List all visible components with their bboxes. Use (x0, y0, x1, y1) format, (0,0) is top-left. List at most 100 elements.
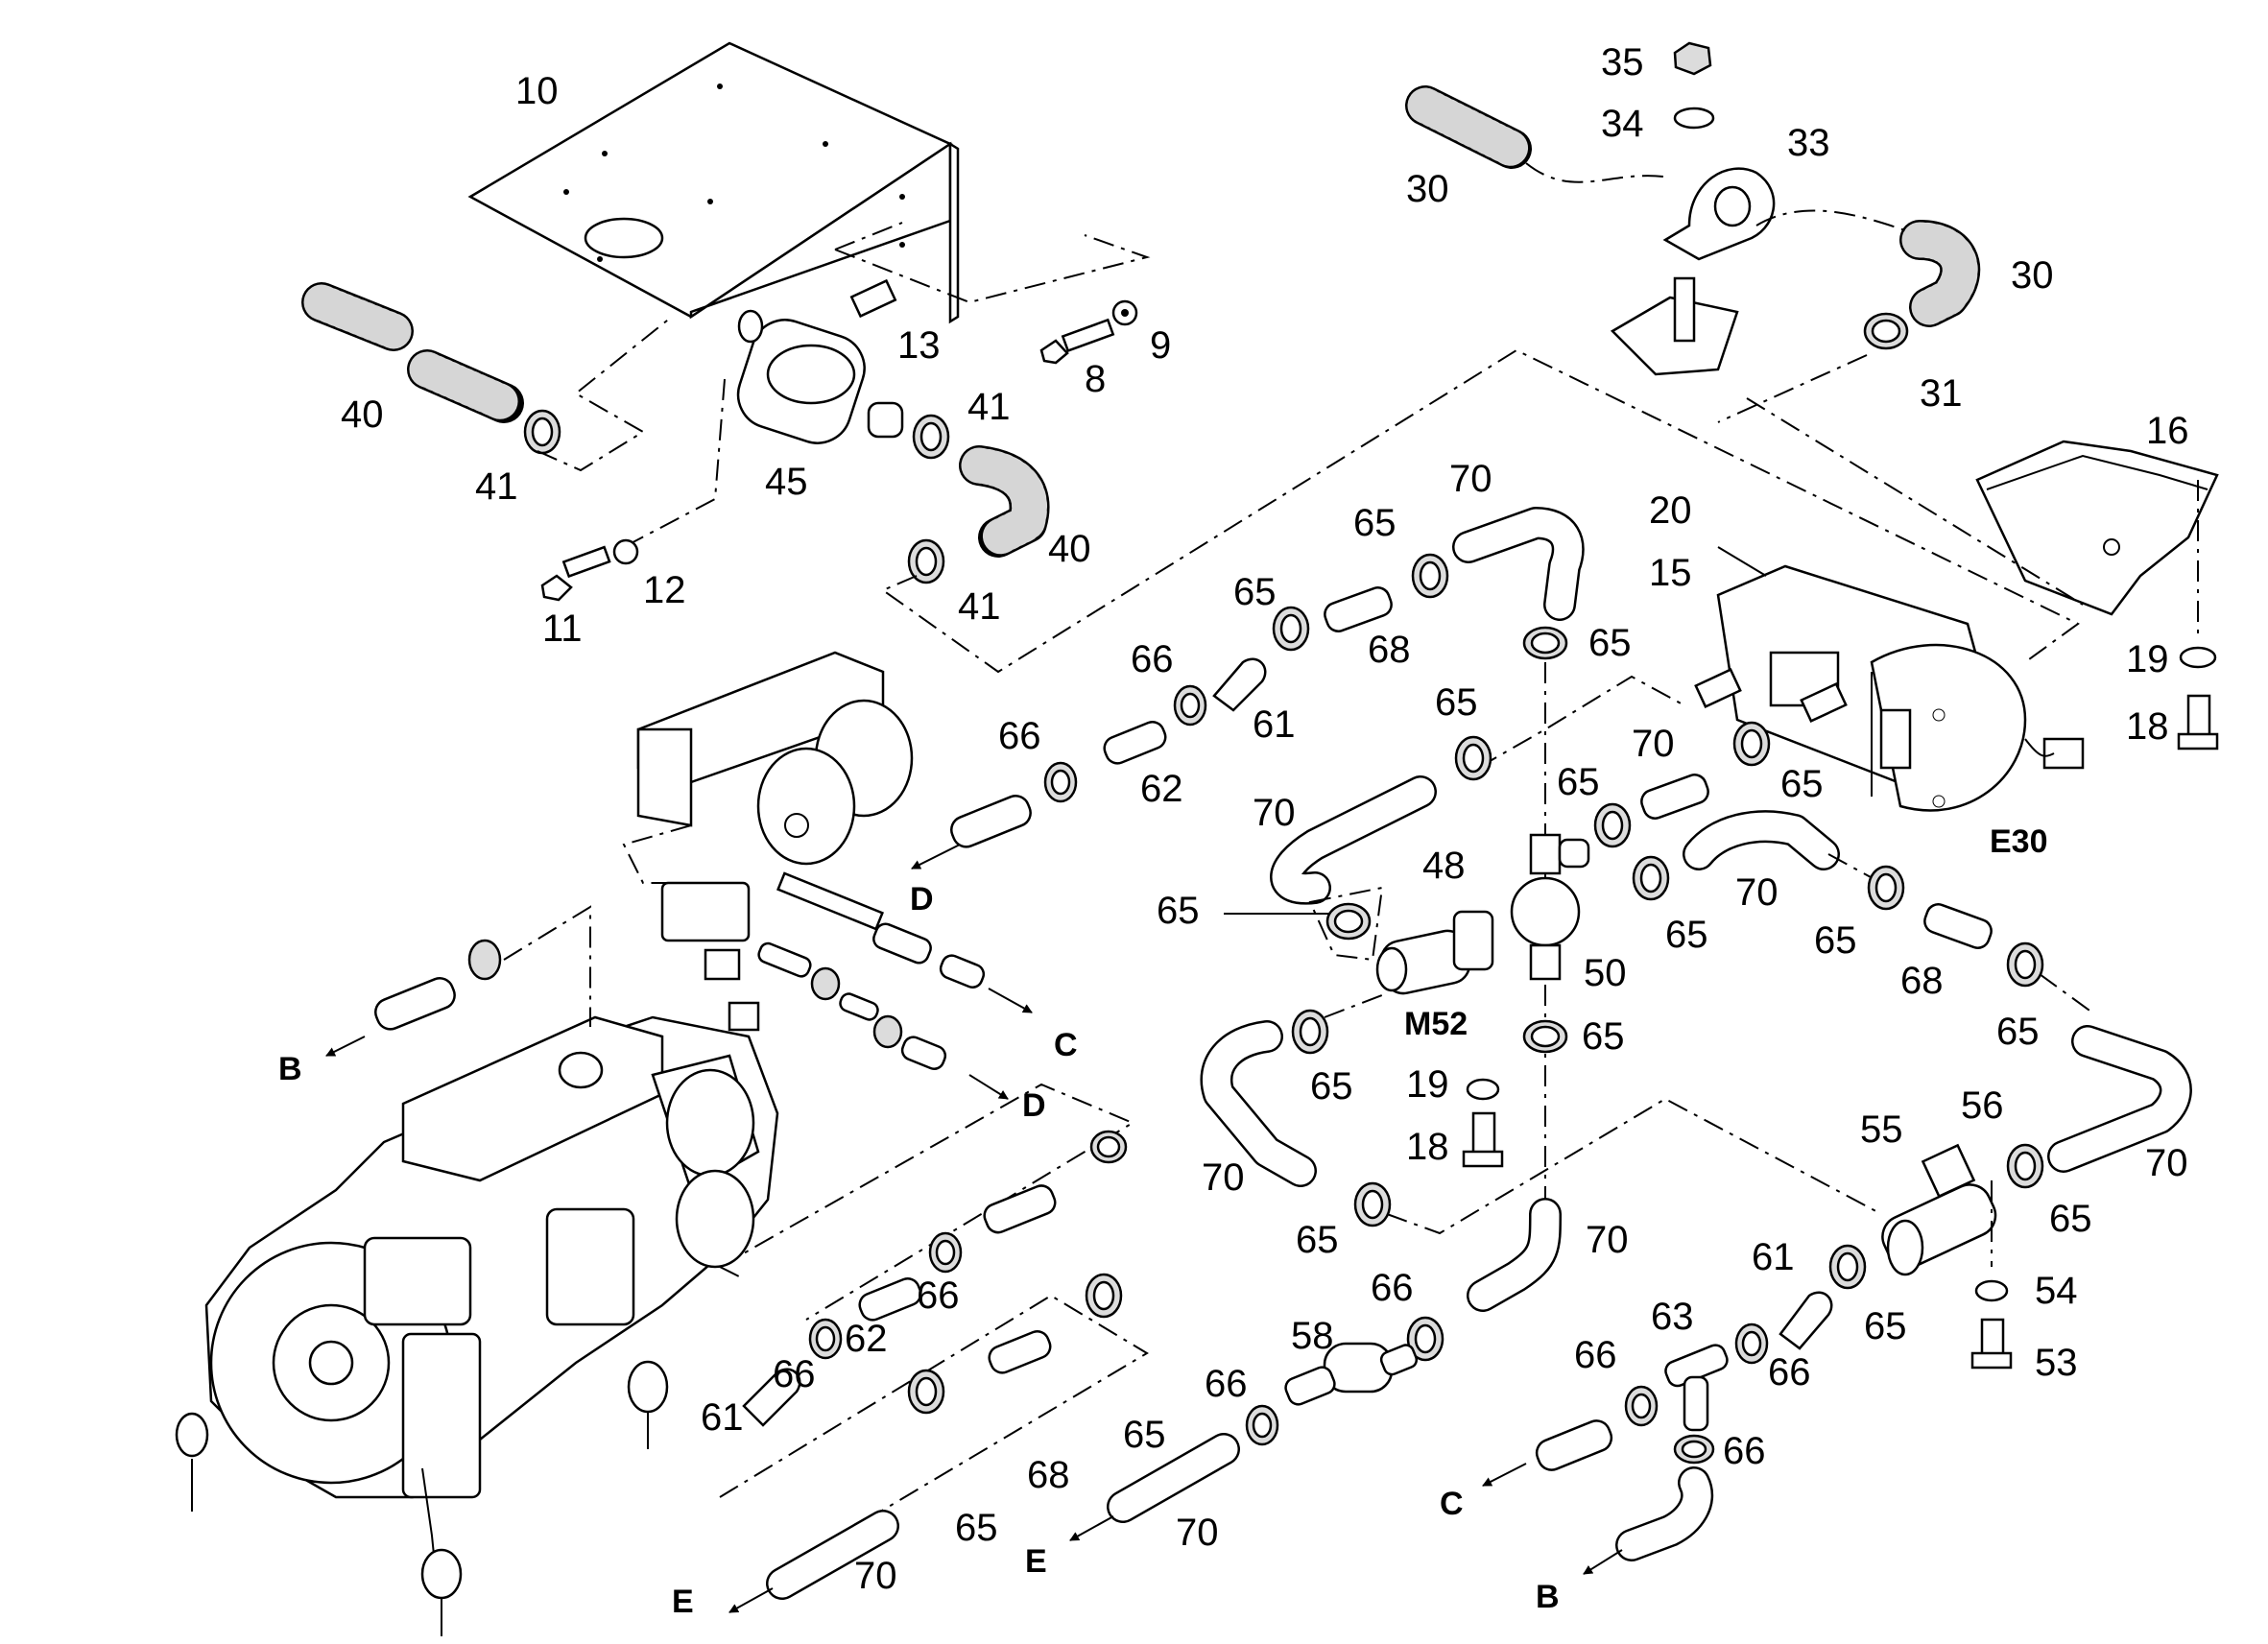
label-65l: 65 (1310, 1065, 1353, 1108)
clamp-65-d (1454, 735, 1492, 781)
label-62b: 62 (845, 1318, 888, 1360)
coolant-heater-15 (1716, 564, 2027, 812)
label-40a: 40 (341, 393, 384, 436)
clamp-65-j (2006, 941, 2044, 988)
label-68c: 68 (1027, 1454, 1070, 1496)
hose-70-lower (1467, 1198, 1562, 1312)
label-61c: 61 (701, 1396, 744, 1439)
ref-e-2: E (1025, 1543, 1047, 1580)
clamp-66-b (1043, 761, 1078, 803)
clamp-65-g (1732, 721, 1771, 767)
label-65j: 65 (1996, 1011, 2040, 1053)
engine-block (175, 1015, 779, 1636)
label-65p: 65 (1123, 1414, 1166, 1456)
washer-54 (1974, 1279, 2009, 1302)
label-70i: 70 (854, 1555, 897, 1597)
clamp-65-f (1593, 802, 1632, 848)
clamp-66-h (1089, 1130, 1128, 1164)
clamp-66-i (928, 1231, 963, 1274)
hose-b-bend (1615, 1466, 1714, 1561)
hose-62-b (983, 1184, 1057, 1234)
hose-70-e (1107, 1433, 1240, 1523)
label-9: 9 (1150, 324, 1171, 367)
label-45: 45 (765, 461, 808, 503)
label-40b: 40 (1048, 528, 1091, 570)
label-66c: 66 (1574, 1334, 1617, 1376)
ref-d-1: D (910, 881, 934, 917)
label-65a: 65 (1353, 502, 1397, 544)
clamp-66-j (808, 1318, 843, 1360)
bolt-11 (540, 545, 611, 602)
clamp-66-e (1734, 1322, 1769, 1365)
label-10: 10 (515, 70, 559, 112)
hose-70-upper (1452, 507, 1585, 621)
clamp-65-n (1353, 1181, 1392, 1227)
label-65g: 65 (1157, 890, 1200, 932)
clamp-31 (1863, 312, 1909, 350)
bolt-8 (1039, 318, 1115, 365)
label-20: 20 (1649, 489, 1692, 532)
label-13: 13 (897, 324, 941, 367)
label-18b: 18 (1406, 1126, 1449, 1168)
label-66g: 66 (1205, 1363, 1248, 1405)
label-66d: 66 (1768, 1351, 1811, 1394)
ref-e-1: E (672, 1584, 694, 1620)
washer-19b (1466, 1078, 1500, 1101)
label-41a: 41 (475, 465, 518, 508)
valve-58 (1284, 1342, 1419, 1406)
label-63: 63 (1651, 1296, 1694, 1338)
washer-9 (1111, 299, 1138, 326)
clamp-65-e (1325, 902, 1372, 941)
label-55: 55 (1860, 1108, 1903, 1151)
tee-63 (1664, 1344, 1729, 1432)
callout-labels: 10 13 8 9 40 41 45 41 40 41 11 12 35 34 … (278, 41, 2189, 1620)
corrugated-hose-30b (1899, 220, 1981, 327)
label-41c: 41 (958, 585, 1001, 628)
label-e30: E30 (1990, 823, 2048, 860)
label-53: 53 (2035, 1342, 2078, 1384)
clamp-66-a (1173, 684, 1207, 727)
label-65k: 65 (1582, 1015, 1625, 1058)
label-65f: 65 (1780, 763, 1824, 805)
corrugated-hose-30a (1405, 85, 1532, 169)
hose-70-right (2047, 1025, 2192, 1173)
label-18a: 18 (2126, 705, 2169, 748)
bolt-plate (1610, 276, 1739, 376)
label-19a: 19 (2126, 638, 2169, 680)
label-35: 35 (1601, 41, 1644, 83)
label-65m: 65 (1296, 1219, 1339, 1261)
label-66h: 66 (917, 1275, 960, 1317)
clamp-65-c (1522, 626, 1568, 660)
label-30a: 30 (1406, 168, 1449, 210)
hose-c-short (1535, 1419, 1613, 1471)
fuel-module (636, 651, 914, 1032)
label-65n: 65 (2049, 1198, 2092, 1240)
mounting-bracket-10 (467, 41, 960, 324)
hose-70-e-left (766, 1510, 899, 1600)
label-68b: 68 (1900, 960, 1944, 1002)
nut-35 (1673, 41, 1712, 76)
clamp-65-a (1411, 553, 1449, 599)
valve-55 (1881, 1143, 1997, 1276)
label-65o: 65 (1864, 1305, 1907, 1347)
label-19b: 19 (1406, 1063, 1449, 1106)
water-pump-m52 (1375, 910, 1494, 995)
label-65c: 65 (1588, 622, 1632, 664)
heater-outlet-stub (1694, 668, 1848, 723)
label-56: 56 (1961, 1084, 2004, 1127)
label-70b: 70 (1632, 723, 1675, 765)
label-8: 8 (1085, 358, 1106, 400)
clamp-41c (907, 538, 945, 584)
label-48: 48 (1422, 845, 1466, 887)
label-66a: 66 (1131, 638, 1174, 680)
label-65d: 65 (1435, 681, 1478, 724)
label-70a: 70 (1449, 458, 1492, 500)
ref-c-1: C (1054, 1027, 1078, 1063)
bracket-16 (1975, 440, 2219, 616)
tee-50 (1510, 833, 1590, 981)
label-62a: 62 (1140, 768, 1183, 810)
label-70g: 70 (2145, 1142, 2188, 1184)
label-70h: 70 (1176, 1512, 1219, 1554)
corrugated-hose-40a (301, 282, 524, 423)
label-61a: 61 (1253, 703, 1296, 746)
